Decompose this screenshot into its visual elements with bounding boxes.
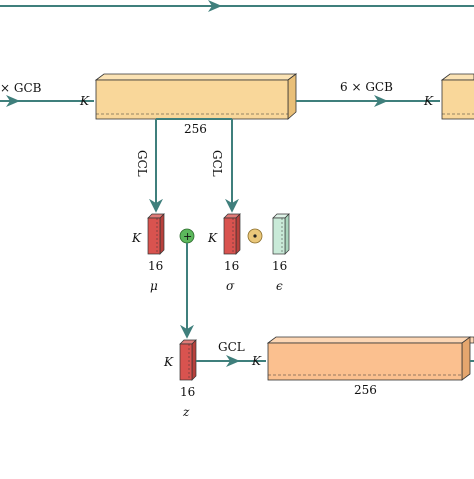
encoder-input-edge: × GCB K [0,81,94,108]
mu-dim: K [131,231,142,245]
decoder-block-dim: K [251,354,262,368]
mu-edge-label: GCL [135,150,149,177]
multiply-node [247,228,263,244]
sigma-symbol: σ [226,279,235,293]
sigma-branch-edge: GCL [210,119,239,213]
top-skip-connection [0,0,474,12]
mu-block: K 16 μ [131,213,165,293]
sigma-block: K 16 σ [207,213,241,293]
z-size: 16 [180,385,195,399]
sigma-size: 16 [224,259,239,273]
encoder-output-edge: 6 × GCB K [296,80,440,108]
mu-size: 16 [148,259,163,273]
mu-branch-edge: GCL [135,118,232,213]
next-encoder-block [440,73,474,120]
encoder-input-dim: K [79,94,90,108]
sigma-dim: K [207,231,218,245]
top-arrowhead [208,0,222,12]
epsilon-size: 16 [272,259,287,273]
encoder-width-label: 256 [184,122,207,136]
decoder-width-label: 256 [354,383,377,397]
decoder-block: 256 [266,336,474,397]
z-to-decoder-edge: GCL K [196,340,266,368]
z-symbol: z [182,405,190,419]
encoder-output-dim: K [423,94,434,108]
plus-node: + [179,228,195,244]
z-block: K 16 z [163,339,197,419]
z-dim: K [163,355,174,369]
sigma-edge-label: GCL [210,150,224,177]
repeat-left-label: × GCB [0,81,42,95]
encoder-block: 256 [94,73,298,136]
repeat-right-label: 6 × GCB [340,80,393,94]
mu-symbol: μ [150,279,158,293]
epsilon-symbol: ϵ [276,279,283,293]
decoder-edge-label: GCL [218,340,245,354]
plus-symbol: + [183,230,192,243]
epsilon-block: 16 ϵ [272,213,290,293]
